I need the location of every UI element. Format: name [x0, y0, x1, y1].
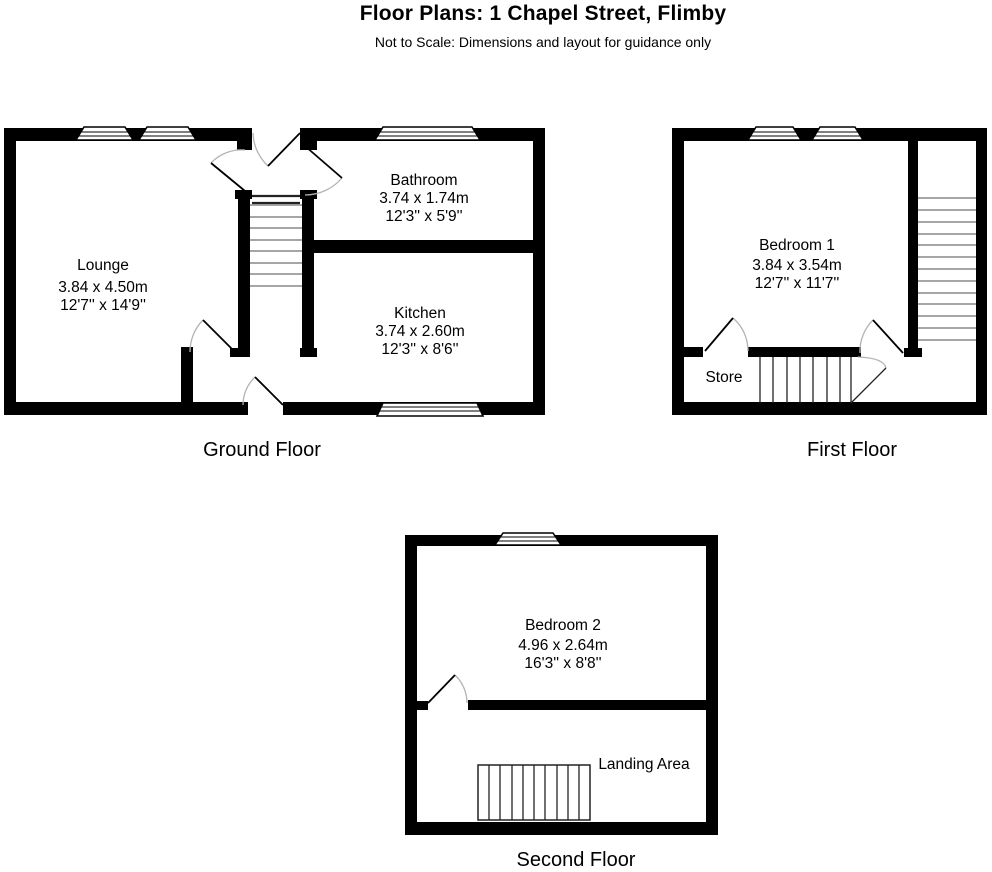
- staircase: [477, 764, 591, 821]
- back-door-opening: [248, 401, 283, 416]
- room-label-kitchen: Kitchen 3.74 x 2.60m 12'3'' x 8'6'': [375, 305, 465, 358]
- second-floor-label: Second Floor: [517, 849, 636, 871]
- first-floor-label: First Floor: [807, 439, 897, 461]
- door-symbol: [210, 149, 246, 192]
- room-size-metric: 4.96 x 2.64m: [518, 637, 608, 654]
- room-name: Kitchen: [394, 305, 446, 322]
- window-symbol: [810, 126, 865, 141]
- door-symbol: [189, 319, 236, 353]
- room-name: Bedroom 1: [759, 237, 835, 254]
- room-label-bathroom: Bathroom 3.74 x 1.74m 12'3'' x 5'9'': [379, 172, 469, 225]
- window-symbol: [137, 126, 198, 141]
- room-size-metric: 3.74 x 2.60m: [375, 323, 465, 340]
- room-size-imperial: 12'7'' x 11'7'': [755, 275, 840, 292]
- door-symbol: [242, 376, 284, 406]
- ground-interior: [16, 141, 533, 402]
- window-symbol: [493, 532, 563, 546]
- door-symbol: [704, 317, 749, 352]
- ground-floor-plan: Lounge 3.84 x 4.50m 12'7'' x 14'9'' Bath…: [4, 126, 545, 461]
- room-size-imperial: 12'3'' x 8'6'': [381, 341, 458, 358]
- room-name: Bedroom 2: [525, 617, 601, 634]
- room-label-bedroom1: Bedroom 1 3.84 x 3.54m 12'7'' x 11'7'': [752, 237, 842, 292]
- room-size-metric: 3.84 x 3.54m: [752, 257, 842, 274]
- ground-floor-label: Ground Floor: [203, 439, 321, 461]
- room-size-imperial: 12'3'' x 5'9'': [385, 208, 462, 225]
- page-subtitle: Not to Scale: Dimensions and layout for …: [374, 34, 712, 50]
- window-symbol: [74, 126, 135, 141]
- room-size-metric: 3.84 x 4.50m: [58, 279, 148, 296]
- room-label-bedroom2: Bedroom 2 4.96 x 2.64m 16'3'' x 8'8'': [518, 617, 608, 672]
- window-symbol: [375, 402, 485, 417]
- second-interior-walls: [417, 700, 706, 710]
- door-symbol: [859, 319, 904, 354]
- room-name: Lounge: [77, 257, 129, 274]
- room-size-imperial: 16'3'' x 8'8'': [524, 655, 601, 672]
- room-label-landing: Landing Area: [598, 756, 690, 773]
- door-symbol: [304, 145, 343, 196]
- window-symbol: [746, 126, 803, 141]
- room-label-lounge: Lounge 3.84 x 4.50m 12'7'' x 14'9'': [58, 257, 148, 314]
- door-symbol: [427, 674, 468, 704]
- staircase: [918, 197, 976, 341]
- window-symbol: [373, 126, 482, 141]
- header: Floor Plans: 1 Chapel Street, Flimby Not…: [95, 0, 991, 50]
- room-name: Bathroom: [390, 172, 457, 189]
- second-floor-plan: Bedroom 2 4.96 x 2.64m 16'3'' x 8'8'' La…: [405, 532, 718, 871]
- staircase: [759, 356, 887, 404]
- room-size-metric: 3.74 x 1.74m: [379, 190, 469, 207]
- door-symbol: [252, 132, 301, 167]
- front-door-opening: [252, 127, 300, 142]
- ground-interior-walls: [181, 141, 533, 402]
- room-label-store: Store: [705, 369, 742, 386]
- staircase: [250, 194, 302, 287]
- first-floor-plan: Bedroom 1 3.84 x 3.54m 12'7'' x 11'7'' S…: [672, 126, 987, 461]
- page-title: Floor Plans: 1 Chapel Street, Flimby: [359, 2, 727, 25]
- first-interior-walls: [684, 141, 922, 357]
- room-size-imperial: 12'7'' x 14'9'': [60, 297, 146, 314]
- first-interior: [684, 141, 976, 402]
